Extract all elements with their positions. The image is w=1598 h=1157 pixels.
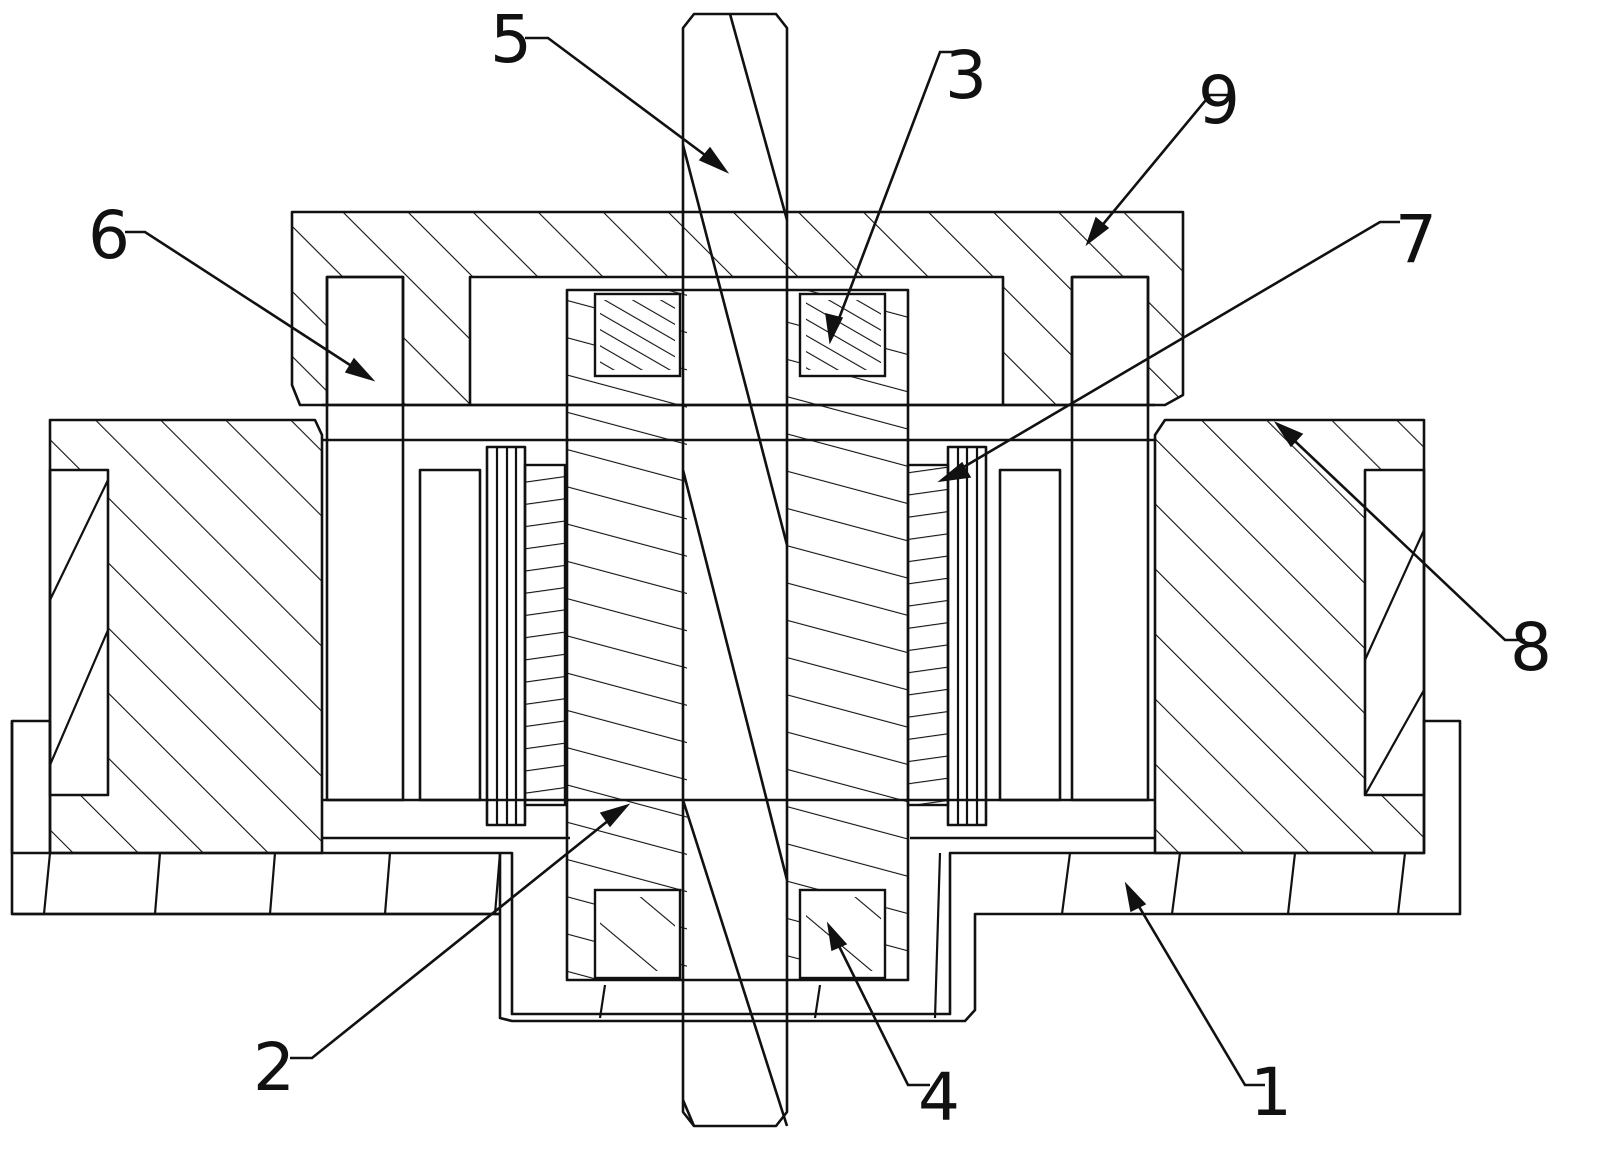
lower-bearing <box>595 890 885 978</box>
callout-5: 5 <box>490 1 727 172</box>
callout-3-label: 3 <box>945 37 987 114</box>
coil-assembly-right <box>908 447 986 825</box>
callout-6-label: 6 <box>88 197 130 274</box>
callout-5-label: 5 <box>490 1 532 78</box>
outer-ring <box>50 420 1424 853</box>
inner-frame <box>322 405 1155 838</box>
callout-1-label: 1 <box>1250 1054 1292 1131</box>
callout-1: 1 <box>1126 884 1292 1131</box>
callout-9-label: 9 <box>1198 62 1240 139</box>
coil-assembly-left <box>487 447 565 825</box>
callout-4-label: 4 <box>918 1059 960 1136</box>
housing-hatch-ticks <box>44 853 1405 1018</box>
spiral-shaft <box>683 14 787 1126</box>
callout-2-label: 2 <box>253 1029 295 1106</box>
screw-sleeve <box>567 290 908 980</box>
callout-8-label: 8 <box>1510 609 1552 686</box>
top-cover <box>292 212 1183 405</box>
callout-7-label: 7 <box>1395 201 1437 278</box>
